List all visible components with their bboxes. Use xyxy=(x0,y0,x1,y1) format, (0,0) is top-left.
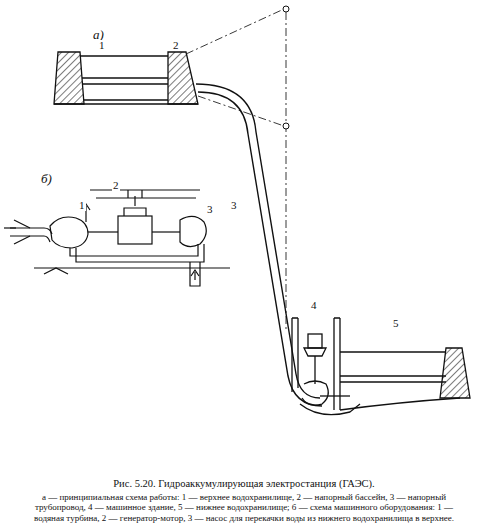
callout-number: 5 xyxy=(392,318,400,329)
callout-number: 1 xyxy=(98,40,106,51)
part-letter: б) xyxy=(40,172,53,185)
upper-reservoir xyxy=(54,52,198,104)
dash-dot-lines xyxy=(186,9,286,330)
figure-description: а — принципиальная схема работы: 1 — вер… xyxy=(22,492,466,524)
powerhouse xyxy=(292,318,360,415)
callout-number: 3 xyxy=(206,204,214,215)
level-point xyxy=(283,123,289,129)
machine-scheme xyxy=(4,190,230,286)
callout-number: 3 xyxy=(230,200,238,211)
callout-number: 1 xyxy=(78,200,86,211)
penstock xyxy=(196,84,322,406)
level-point xyxy=(283,6,289,12)
callout-number: 4 xyxy=(310,300,318,311)
callout-number: 2 xyxy=(172,40,180,51)
lower-reservoir xyxy=(340,348,470,410)
callout-number: 2 xyxy=(112,180,120,191)
figure-caption: Рис. 5.20. Гидроаккумулирующая электрост… xyxy=(10,478,478,490)
